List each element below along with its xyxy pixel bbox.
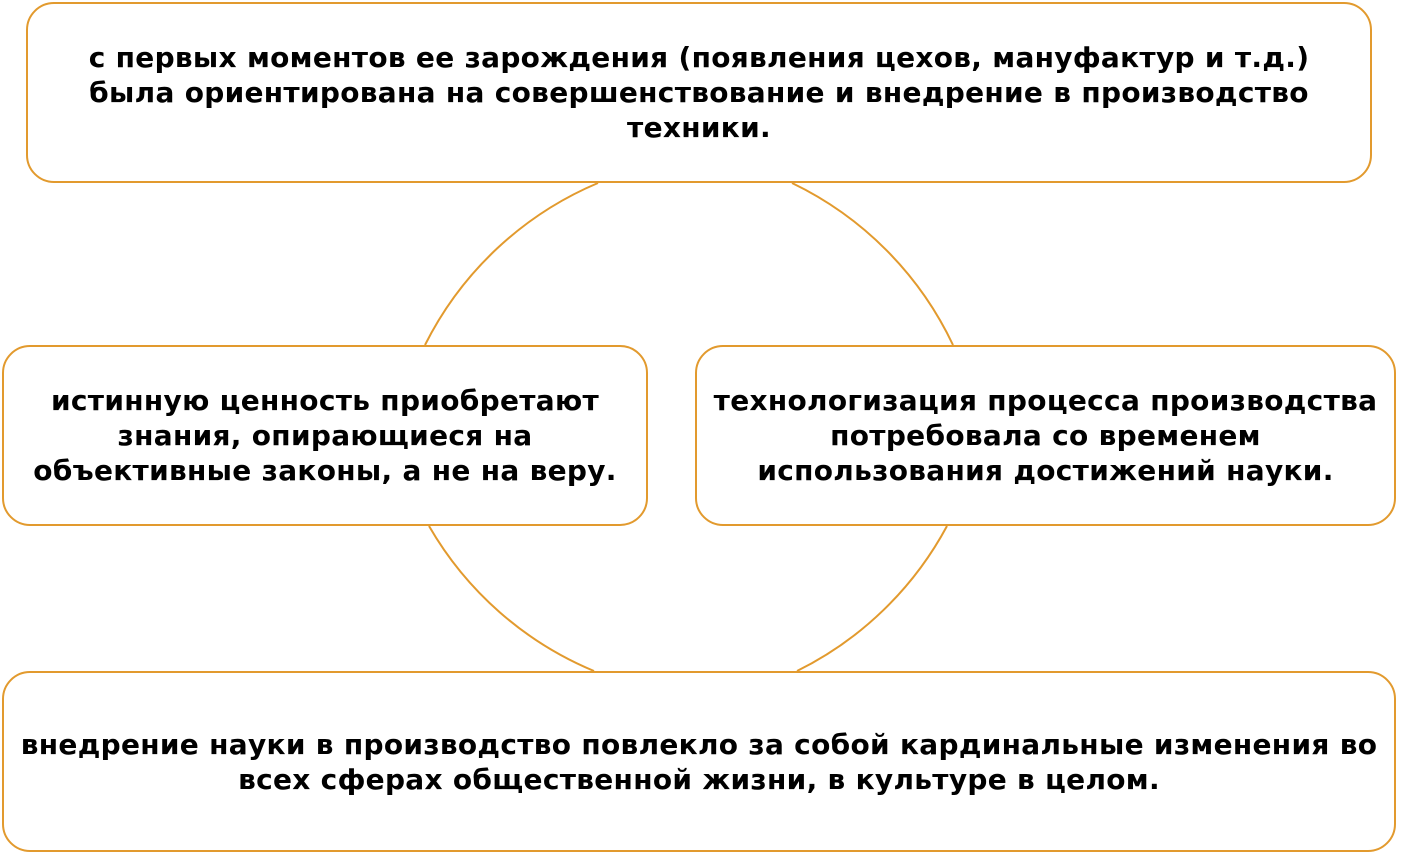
cycle-node-right-text: технологизация процесса производства пот… <box>713 384 1378 487</box>
arc-bottom-to-left <box>428 525 595 672</box>
cycle-node-right: технологизация процесса производства пот… <box>695 345 1396 526</box>
cycle-node-top-text: с первых моментов ее зарождения (появлен… <box>88 41 1310 144</box>
cycle-node-bottom-text: внедрение науки в производство повлекло … <box>20 727 1378 796</box>
arc-left-to-top <box>424 182 599 346</box>
cycle-node-left-text: истинную ценность приобретают знания, оп… <box>33 384 617 487</box>
cycle-node-top: с первых моментов ее зарождения (появлен… <box>26 2 1372 183</box>
cycle-node-bottom: внедрение науки в производство повлекло … <box>2 671 1396 852</box>
cycle-node-left: истинную ценность приобретают знания, оп… <box>2 345 648 526</box>
arc-right-to-bottom <box>796 525 948 672</box>
arc-top-to-right <box>791 182 954 346</box>
